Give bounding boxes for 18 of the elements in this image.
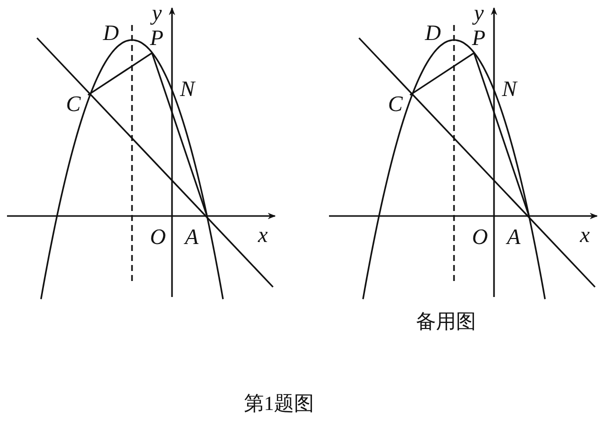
axis-label: x [580, 224, 590, 246]
point-label: O [472, 226, 488, 248]
axis-label: y [152, 2, 162, 24]
figure-label: 备用图 [416, 312, 476, 332]
point-label: D [103, 22, 119, 44]
axis-label: y [474, 2, 484, 24]
point-label: D [425, 22, 441, 44]
point-label: N [502, 78, 517, 100]
axis-label: x [258, 224, 268, 246]
caption: 第1题图 [244, 394, 314, 414]
point-label: O [150, 226, 166, 248]
point-label: A [507, 226, 520, 248]
point-label: C [66, 93, 81, 115]
point-label: C [388, 93, 403, 115]
point-label: N [180, 78, 195, 100]
point-label: P [472, 27, 486, 49]
point-label: A [185, 226, 198, 248]
point-label: P [150, 27, 164, 49]
